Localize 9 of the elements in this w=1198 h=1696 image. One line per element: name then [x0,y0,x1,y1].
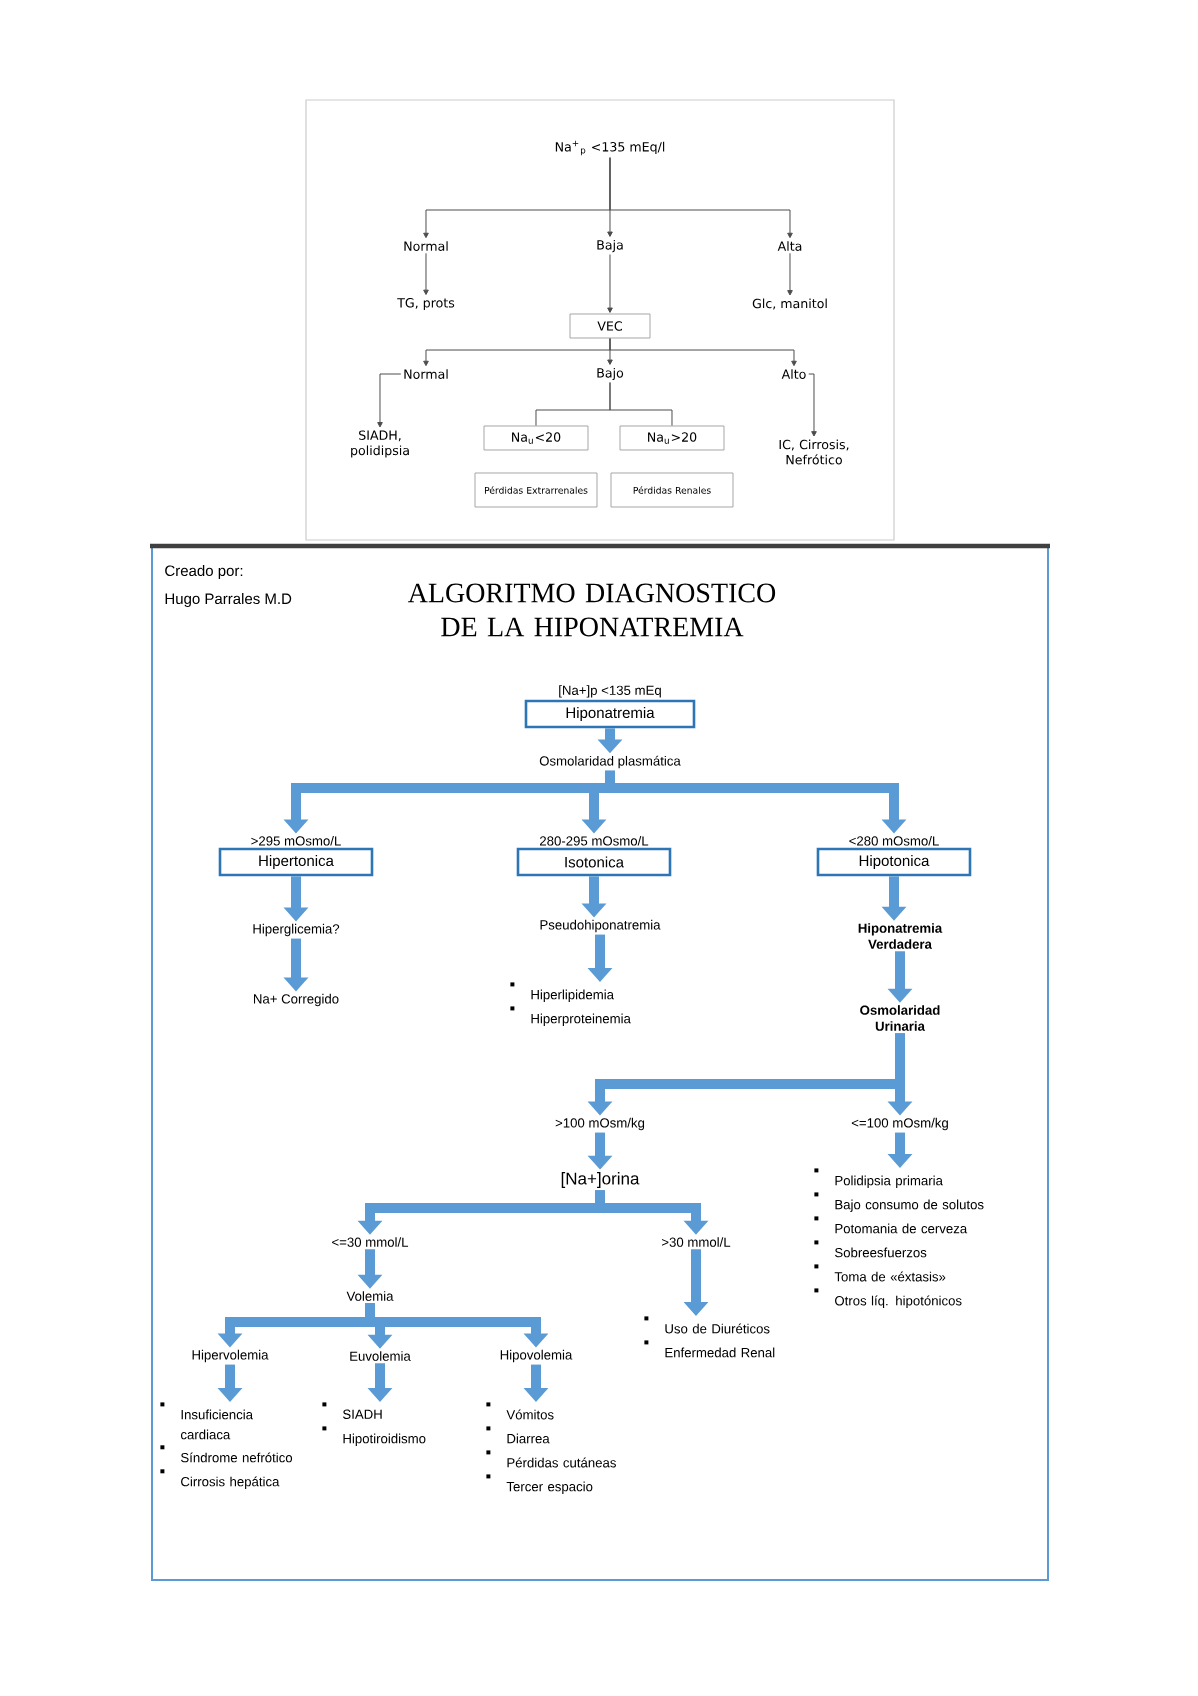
arrow [609,157,793,239]
arrow [377,373,402,428]
arrow [607,254,613,313]
arrow [423,252,429,295]
arrow [787,252,793,296]
branch-label: [Na+]orina [561,1172,640,1188]
arrow [808,373,817,437]
title: ALGORITMO DIAGNOSTICO DE LA HIPONATREMIA [407,583,776,637]
arrow [609,338,797,367]
